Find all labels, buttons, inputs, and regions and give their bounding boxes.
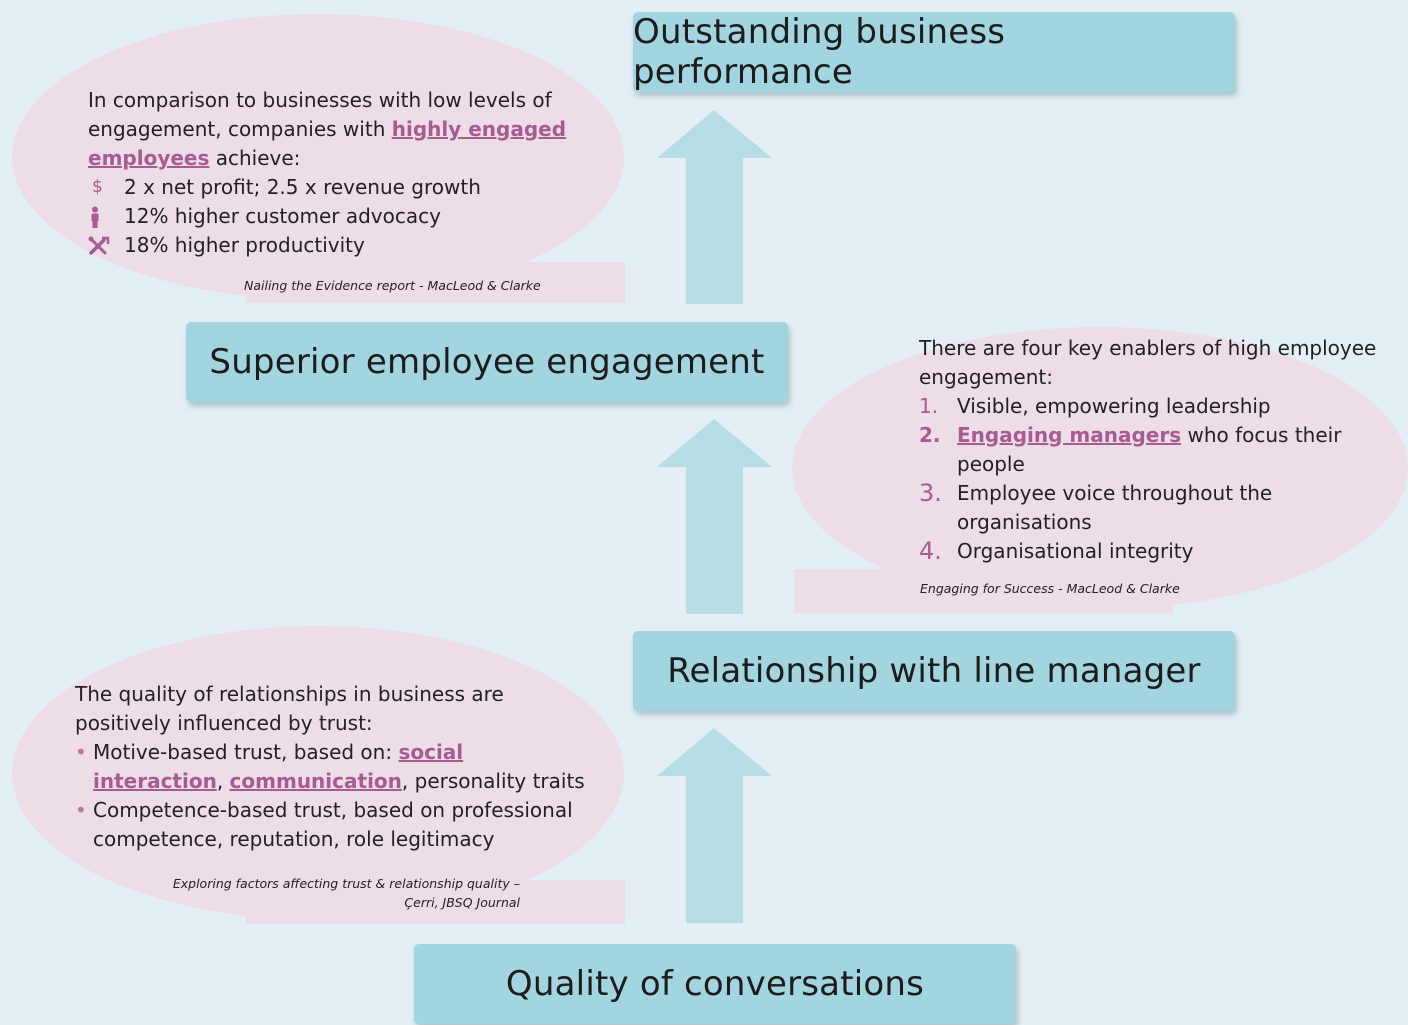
quality-of-conversations-box: Quality of conversations <box>414 944 1016 1024</box>
enabler-item: 1. Visible, empowering leadership <box>919 394 1271 418</box>
callout-tail <box>246 262 625 303</box>
callout-bubble-trust <box>12 626 624 920</box>
up-arrow-middle <box>657 419 772 614</box>
tools-icon <box>88 231 124 260</box>
enablers-intro: There are four key enablers of high empl… <box>919 336 1377 389</box>
bullet-icon: • <box>75 740 87 764</box>
engagement-stats-intro: In comparison to businesses with low lev… <box>88 88 567 170</box>
stat-item: 12% higher customer advocacy <box>88 202 578 231</box>
relationship-with-line-manager-box: Relationship with line manager <box>633 631 1235 711</box>
trust-text: The quality of relationships in business… <box>75 680 595 854</box>
enabler-item: 3. Employee voice throughout the organis… <box>919 479 1273 534</box>
callout-tail <box>794 569 1173 613</box>
superior-employee-engagement-box: Superior employee engagement <box>186 322 788 402</box>
social-interaction-link[interactable]: social interaction <box>93 740 464 793</box>
person-icon <box>88 202 124 231</box>
trust-intro: The quality of relationships in business… <box>75 682 504 735</box>
source-citation: Exploring factors affecting trust & rela… <box>172 876 520 910</box>
engagement-stats-text: In comparison to businesses with low lev… <box>88 86 578 260</box>
outstanding-business-performance-box: Outstanding business performance <box>633 12 1235 92</box>
callout-tail <box>246 880 625 924</box>
callout-bubble-enablers <box>792 327 1408 609</box>
stat-item: 18% higher productivity <box>88 231 578 260</box>
highly-engaged-employees-link[interactable]: highly engaged employees <box>88 117 567 170</box>
engaging-managers-link[interactable]: Engaging managers <box>957 423 1182 447</box>
stat-item: $ 2 x net profit; 2.5 x revenue growth <box>88 173 578 202</box>
source-citation: Engaging for Success - MacLeod & Clarke <box>920 581 1180 596</box>
enablers-text: There are four key enablers of high empl… <box>919 334 1379 566</box>
up-arrow-bottom <box>657 728 772 923</box>
callout-bubble-engagement-stats <box>12 14 624 300</box>
trust-item: • Motive-based trust, based on: social i… <box>75 740 585 793</box>
up-arrow-top <box>657 110 772 304</box>
trust-item: • Competence-based trust, based on profe… <box>75 798 573 851</box>
source-citation: Nailing the Evidence report - MacLeod & … <box>244 278 541 293</box>
bullet-icon: • <box>75 798 87 822</box>
communication-link[interactable]: communication <box>229 769 402 793</box>
enabler-item: 2. Engaging managers who focus their peo… <box>919 423 1342 476</box>
enabler-item: 4. Organisational integrity <box>919 537 1194 565</box>
dollar-icon: $ <box>92 177 103 197</box>
